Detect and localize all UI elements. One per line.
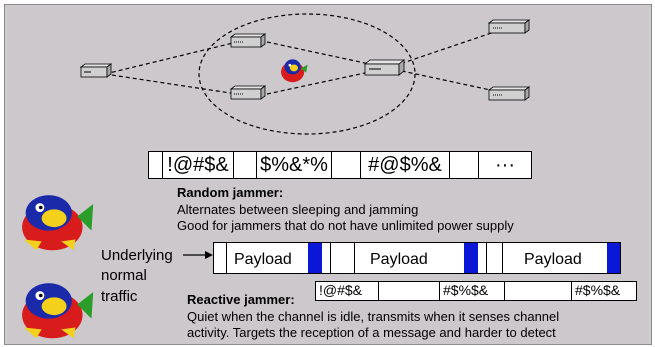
network-diagram bbox=[79, 13, 531, 135]
reactive-burst: !@#$& bbox=[315, 281, 379, 301]
link-center-topright bbox=[387, 26, 510, 69]
link-left-bottom bbox=[104, 73, 238, 95]
router-icon bbox=[229, 33, 267, 48]
traffic-label-3: traffic bbox=[101, 288, 138, 305]
reactive-burst: #$%$& bbox=[571, 281, 637, 301]
packet-cell: #@$%& bbox=[360, 151, 450, 179]
traffic-label-2: normal bbox=[101, 267, 147, 284]
router-icon bbox=[79, 63, 113, 78]
random-jammer-desc-2: Good for jammers that do not have unlimi… bbox=[177, 218, 514, 233]
slot-divider bbox=[330, 243, 331, 273]
payload-marker bbox=[607, 243, 620, 273]
reactive-gap bbox=[504, 281, 572, 301]
router-icon bbox=[487, 19, 531, 34]
router-icon bbox=[229, 85, 267, 100]
packet-cell: ··· bbox=[478, 151, 532, 179]
jammer-icon bbox=[281, 59, 308, 83]
arrow-right-icon bbox=[183, 251, 213, 259]
packet-cell: $%&*% bbox=[256, 151, 332, 179]
reactive-jammer-title: Reactive jammer: bbox=[187, 292, 295, 307]
payload-label: Payload bbox=[524, 251, 582, 268]
reactive-jammer-icon bbox=[22, 283, 94, 339]
random-jammer-title: Random jammer: bbox=[177, 185, 284, 200]
router-icon bbox=[363, 59, 406, 76]
slot-divider bbox=[486, 243, 487, 273]
packet-cell: !@#$& bbox=[162, 151, 234, 179]
router-icon bbox=[487, 86, 531, 101]
payload-label: Payload bbox=[370, 251, 428, 268]
reactive-gap bbox=[378, 281, 440, 301]
random-jammer-icon bbox=[22, 195, 94, 251]
traffic-label-1: Underlying bbox=[101, 247, 173, 264]
slot-divider bbox=[502, 243, 503, 273]
reactive-jammer-desc-1: Quiet when the channel is idle, transmit… bbox=[187, 309, 560, 324]
slot-divider bbox=[354, 243, 355, 273]
payload-marker bbox=[308, 243, 322, 273]
packet-cell-blank bbox=[148, 151, 163, 179]
reactive-burst: #$%$& bbox=[439, 281, 505, 301]
packet-cell-blank bbox=[233, 151, 257, 179]
packet-cell-blank bbox=[449, 151, 479, 179]
slide: !@#$& $%&*% #@$%& ··· Random jammer: Alt… bbox=[4, 4, 652, 345]
packet-cell-blank bbox=[331, 151, 361, 179]
link-left-top bbox=[104, 41, 238, 75]
payload-label: Payload bbox=[234, 251, 292, 268]
traffic-bar: Payload Payload Payload bbox=[213, 242, 621, 274]
payload-marker bbox=[464, 243, 478, 273]
random-jammer-desc-1: Alternates between sleeping and jamming bbox=[177, 202, 419, 217]
reactive-jammer-desc-2: activity. Targets the reception of a mes… bbox=[187, 325, 556, 340]
slot-divider bbox=[226, 243, 227, 273]
jammer-zone bbox=[198, 13, 416, 135]
